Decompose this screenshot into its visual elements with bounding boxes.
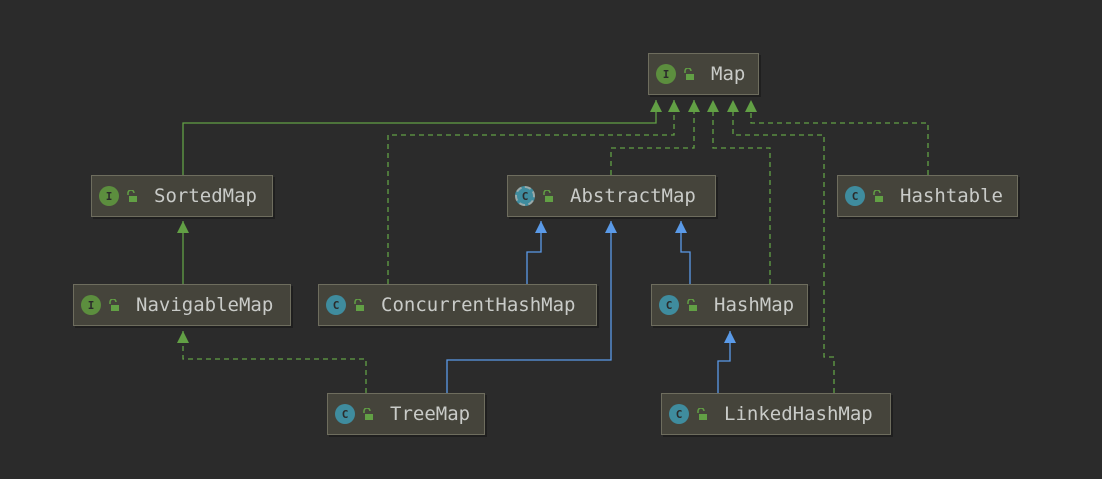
node-label: ConcurrentHashMap <box>381 294 576 316</box>
node-label: HashMap <box>714 294 795 316</box>
node-linkedhashmap[interactable]: C LinkedHashMap <box>661 393 891 435</box>
node-hashmap[interactable]: C HashMap <box>651 284 808 326</box>
class-badge-icon: C <box>845 186 865 206</box>
node-treemap[interactable]: C TreeMap <box>327 393 485 435</box>
edge-hashmap-to-map <box>707 100 771 284</box>
node-label: Hashtable <box>900 185 1003 207</box>
class-badge-icon: C <box>669 404 689 424</box>
node-abstractmap[interactable]: C AbstractMap <box>507 175 716 217</box>
abstract-class-badge-icon: C <box>515 186 535 206</box>
arrowhead-icon <box>650 100 662 112</box>
edge-navigablemap-to-sortedmap <box>177 221 189 284</box>
edge-linkedhashmap-to-map <box>727 100 835 393</box>
node-label: TreeMap <box>390 403 471 425</box>
node-label: Map <box>711 63 746 85</box>
arrowhead-icon <box>707 100 719 112</box>
node-label: NavigableMap <box>136 294 274 316</box>
interface-badge-icon: I <box>656 64 676 84</box>
node-navigablemap[interactable]: I NavigableMap <box>73 284 291 326</box>
public-lock-icon <box>873 190 883 202</box>
edge-treemap-to-abstractmap <box>446 221 617 393</box>
class-badge-icon: C <box>326 295 346 315</box>
arrowhead-icon <box>724 331 736 343</box>
node-map[interactable]: I Map <box>648 53 759 95</box>
interface-badge-icon: I <box>99 186 119 206</box>
edge-linkedhashmap-to-hashmap <box>717 331 736 393</box>
node-label: LinkedHashMap <box>724 403 873 425</box>
class-badge-icon: C <box>335 404 355 424</box>
node-concurrenthashmap[interactable]: C ConcurrentHashMap <box>318 284 597 326</box>
arrowhead-icon <box>177 331 189 343</box>
edge-sortedmap-to-map <box>182 100 662 175</box>
interface-badge-icon: I <box>81 295 101 315</box>
edge-concurrenthashmap-to-abstractmap <box>526 221 547 284</box>
arrowhead-icon <box>177 221 189 233</box>
edge-hashtable-to-map <box>745 100 929 175</box>
edge-treemap-to-navigablemap <box>177 331 367 393</box>
public-lock-icon <box>127 190 137 202</box>
public-lock-icon <box>684 68 694 80</box>
node-hashtable[interactable]: C Hashtable <box>837 175 1018 217</box>
public-lock-icon <box>543 190 553 202</box>
node-label: SortedMap <box>154 185 257 207</box>
public-lock-icon <box>697 408 707 420</box>
public-lock-icon <box>109 299 119 311</box>
public-lock-icon <box>354 299 364 311</box>
arrowhead-icon <box>745 100 757 112</box>
arrowhead-icon <box>727 100 739 112</box>
arrowhead-icon <box>675 221 687 233</box>
node-sortedmap[interactable]: I SortedMap <box>91 175 273 217</box>
public-lock-icon <box>687 299 697 311</box>
edge-abstractmap-to-map <box>610 100 700 175</box>
public-lock-icon <box>363 408 373 420</box>
arrowhead-icon <box>605 221 617 233</box>
arrowhead-icon <box>535 221 547 233</box>
class-badge-icon: C <box>659 295 679 315</box>
arrowhead-icon <box>688 100 700 112</box>
edge-concurrenthashmap-to-map <box>387 100 680 284</box>
arrowhead-icon <box>668 100 680 112</box>
edge-hashmap-to-abstractmap <box>675 221 691 284</box>
node-label: AbstractMap <box>570 185 696 207</box>
